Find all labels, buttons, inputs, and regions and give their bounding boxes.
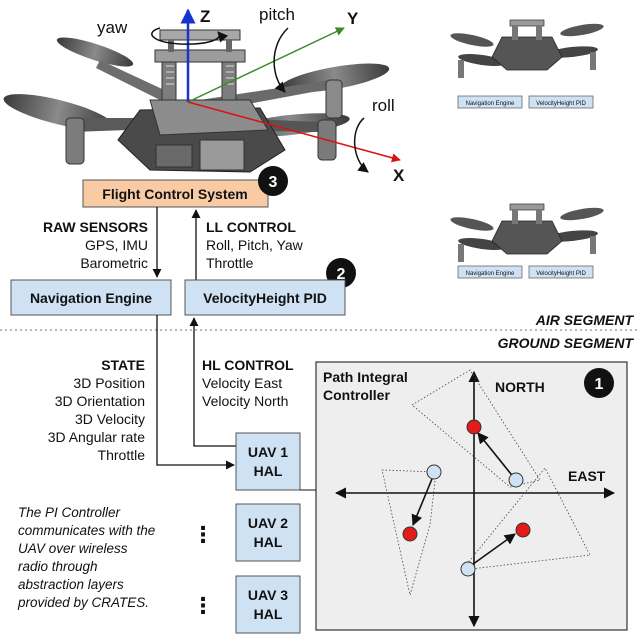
mini-pid-label-1: VelocityHeight PID: [536, 101, 586, 107]
badge-1-text: 1: [595, 376, 604, 393]
mini-drone-1: [450, 19, 604, 78]
uav-1-hal-box: UAV 1 HAL: [235, 432, 301, 491]
east-label: EAST: [568, 468, 606, 484]
crates-note: The PI Controller communicates with the …: [17, 505, 155, 610]
flight-control-system-label: Flight Control System: [102, 186, 247, 202]
pi-panel-title-line-1: Path Integral: [323, 369, 408, 385]
raw-sensors-line-1: GPS, IMU: [85, 237, 148, 253]
mini-nav-box-2: Navigation Engine: [457, 265, 523, 279]
x-axis-arrow: [187, 101, 401, 163]
badge-3: 3: [258, 166, 288, 196]
pitch-rotation-arrow: [273, 27, 289, 93]
ellipsis-uav-2: ⋮: [192, 522, 214, 547]
sampling-cone-2: [381, 469, 437, 596]
velocity-height-pid-label: VelocityHeight PID: [203, 290, 327, 306]
uav-trajectory-1: [477, 432, 516, 480]
ll-control-label-group: LL CONTROL Roll, Pitch, Yaw Throttle: [206, 219, 304, 271]
mini-nav-label-2: Navigation Engine: [466, 271, 515, 277]
note-line-5: abstraction layers: [18, 577, 124, 592]
ll-control-line-2: Throttle: [206, 255, 254, 271]
state-arrow: [156, 315, 235, 470]
uav-current-position-2: [426, 464, 442, 480]
uav-3-hal-line-1: UAV 3: [248, 587, 288, 603]
uav-trajectory-3: [468, 533, 516, 568]
north-label: NORTH: [495, 379, 545, 395]
uav-target-position-2: [402, 526, 418, 542]
uav-2-hal-line-1: UAV 2: [248, 515, 288, 531]
uav-2-hal-line-2: HAL: [254, 534, 283, 550]
x-axis-label: X: [393, 166, 405, 185]
uav-target-position-1: [466, 419, 482, 435]
mini-drone-2: [450, 203, 604, 262]
hl-control-line-2: Velocity North: [202, 393, 288, 409]
uav-3-hal-box: UAV 3 HAL: [235, 575, 301, 634]
velocity-height-pid-box: VelocityHeight PID: [184, 279, 346, 316]
uav-current-position-3: [460, 561, 476, 577]
note-line-4: radio through: [18, 559, 98, 574]
badge-1: 1: [584, 368, 614, 398]
note-line-3: UAV over wireless: [18, 541, 128, 556]
z-axis-label: Z: [200, 7, 210, 26]
ellipsis-uav-3: ⋮: [192, 593, 214, 618]
mini-pid-box-2: VelocityHeight PID: [528, 265, 594, 279]
mini-pid-label-2: VelocityHeight PID: [536, 271, 586, 277]
state-label-group: STATE 3D Position 3D Orientation 3D Velo…: [48, 357, 146, 463]
mini-nav-box-1: Navigation Engine: [457, 95, 523, 109]
mini-pid-box-1: VelocityHeight PID: [528, 95, 594, 109]
uav-1-hal-line-1: UAV 1: [248, 444, 288, 460]
hl-control-arrow: [189, 317, 236, 447]
note-line-2: communicates with the: [18, 523, 155, 538]
note-line-6: provided by CRATES.: [17, 595, 149, 610]
uav-2-hal-box: UAV 2 HAL: [235, 503, 301, 562]
yaw-label: yaw: [97, 18, 128, 37]
hl-control-title: HL CONTROL: [202, 357, 294, 373]
note-line-1: The PI Controller: [18, 505, 121, 520]
ll-control-title: LL CONTROL: [206, 219, 296, 235]
pi-panel-title-line-2: Controller: [323, 387, 390, 403]
yaw-rotation-arrow: [151, 27, 229, 45]
state-line-4: 3D Angular rate: [48, 429, 145, 445]
pitch-label: pitch: [259, 5, 295, 24]
raw-sensors-label-group: RAW SENSORS GPS, IMU Barometric: [43, 219, 148, 271]
hl-control-label-group: HL CONTROL Velocity East Velocity North: [202, 357, 294, 409]
state-line-3: 3D Velocity: [75, 411, 145, 427]
body-axes: Z Y X yaw pitch roll: [97, 5, 405, 185]
air-segment-label: AIR SEGMENT: [535, 312, 635, 328]
flight-control-system-box: Flight Control System: [82, 179, 269, 208]
uav-current-position-1: [508, 472, 524, 488]
ground-segment-label: GROUND SEGMENT: [498, 335, 635, 351]
mini-nav-label-1: Navigation Engine: [466, 101, 515, 107]
hl-control-line-1: Velocity East: [202, 375, 282, 391]
quadrotor-drone-illustration: [3, 29, 390, 173]
state-line-5: Throttle: [98, 447, 146, 463]
y-axis-label: Y: [347, 9, 359, 28]
navigation-engine-box: Navigation Engine: [10, 279, 172, 316]
navigation-engine-label: Navigation Engine: [30, 290, 152, 306]
y-axis-arrow: [187, 27, 345, 103]
uav-3-hal-line-2: HAL: [254, 606, 283, 622]
badge-2-text: 2: [337, 266, 346, 283]
uav-target-position-3: [515, 522, 531, 538]
roll-rotation-arrow: [353, 117, 369, 173]
uav-1-hal-line-2: HAL: [254, 463, 283, 479]
ll-control-line-1: Roll, Pitch, Yaw: [206, 237, 304, 253]
uav-trajectory-2: [411, 473, 435, 527]
state-title: STATE: [101, 357, 145, 373]
path-integral-panel: Path Integral Controller 1 NORTH EAST: [315, 361, 628, 631]
state-line-1: 3D Position: [73, 375, 145, 391]
raw-sensors-title: RAW SENSORS: [43, 219, 148, 235]
raw-sensors-line-2: Barometric: [80, 255, 148, 271]
roll-label: roll: [372, 96, 395, 115]
state-line-2: 3D Orientation: [55, 393, 145, 409]
badge-3-text: 3: [269, 174, 278, 191]
